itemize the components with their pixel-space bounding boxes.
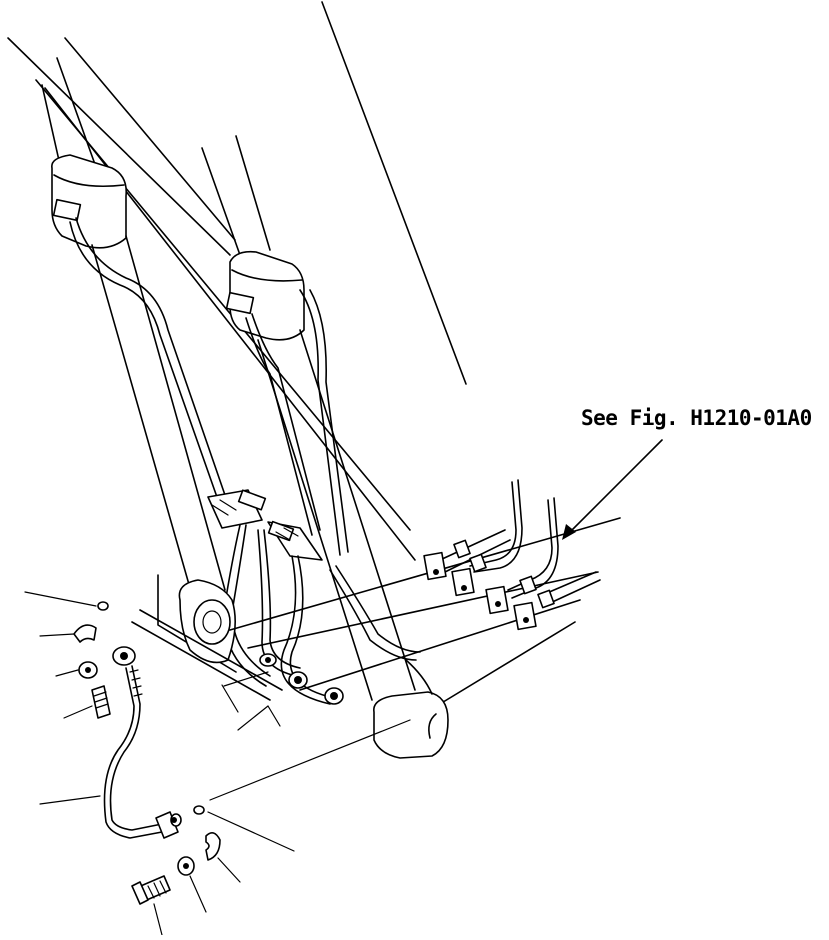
right-cylinder (201, 135, 416, 701)
reference-arrow (562, 439, 663, 540)
cylinder-tubes (69, 217, 349, 556)
o-ring-upper-icon (97, 601, 109, 611)
tube-ends (423, 479, 601, 631)
hose-assembly-icon (103, 646, 182, 839)
split-flange-lower-icon (205, 832, 221, 861)
o-ring-lower-icon (193, 805, 205, 815)
left-cylinder (41, 57, 226, 596)
end-cap (373, 659, 449, 759)
split-flange-upper-icon (73, 624, 97, 643)
leader-lines (24, 591, 411, 936)
reference-label: See Fig. H1210-01A0 (581, 406, 812, 430)
base-fittings (259, 653, 344, 705)
boom-foot (131, 517, 621, 731)
bolt-upper-icon (91, 685, 111, 719)
exploded-parts (73, 601, 221, 905)
valve-blocks (207, 489, 323, 561)
